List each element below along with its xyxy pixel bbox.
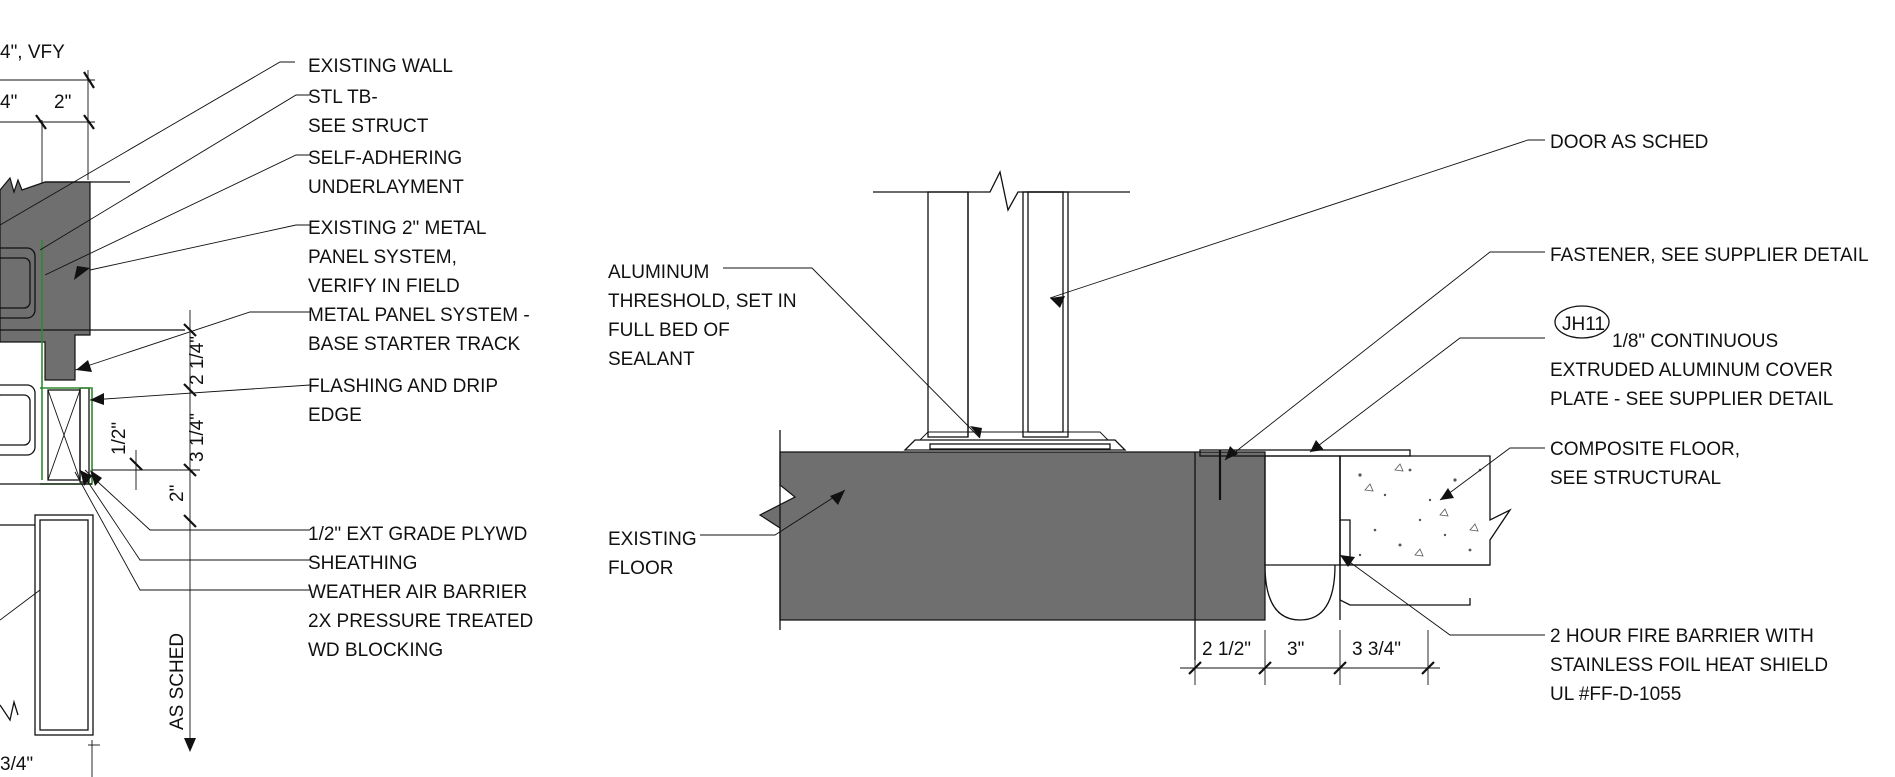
label-plywd-2: SHEATHING [308, 553, 417, 574]
concrete-stipple [1358, 463, 1482, 557]
label-threshold-4: SEALANT [608, 349, 695, 370]
label-existing-floor-2: FLOOR [608, 558, 673, 579]
tag-jh11: JH11 [1562, 314, 1605, 335]
vdim-3: 1/2" [109, 422, 130, 455]
label-cover-plate-3: PLATE - SEE SUPPLIER DETAIL [1550, 389, 1833, 410]
top-dim-text: 4", VFY [0, 42, 65, 63]
label-composite-floor-2: SEE STRUCTURAL [1550, 468, 1721, 489]
label-air-barrier: WEATHER AIR BARRIER [308, 582, 527, 603]
label-composite-floor-1: COMPOSITE FLOOR, [1550, 439, 1740, 460]
existing-wall-panel [0, 176, 91, 381]
wall-section-detail: 4", VFY 4" 2" 3/4" [0, 42, 533, 777]
dim-a: 4" [0, 92, 17, 113]
tag-bubble [1554, 305, 1610, 339]
label-existing-wall: EXISTING WALL [308, 56, 453, 77]
dim-2-1-2: 2 1/2" [1202, 639, 1251, 660]
composite-floor [1339, 455, 1512, 566]
label-metal-panel-2: PANEL SYSTEM, [308, 247, 457, 268]
bottom-dim: 3/4" [0, 754, 33, 775]
threshold-leaders [700, 139, 1545, 636]
threshold-labels: ALUMINUM THRESHOLD, SET IN FULL BED OF S… [608, 132, 1869, 705]
dim-3-3-4: 3 3/4" [1352, 639, 1401, 660]
dim-3: 3" [1287, 639, 1304, 660]
label-fire-barrier-1: 2 HOUR FIRE BARRIER WITH [1550, 626, 1814, 647]
label-flashing-2: EDGE [308, 405, 362, 426]
label-cover-plate-1: 1/8" CONTINUOUS [1612, 331, 1778, 352]
label-starter-track-1: METAL PANEL SYSTEM - [308, 305, 530, 326]
label-metal-panel-1: EXISTING 2" METAL [308, 218, 487, 239]
label-blocking-2: WD BLOCKING [308, 640, 443, 661]
label-metal-panel-3: VERIFY IN FIELD [308, 276, 460, 297]
label-cover-plate-2: EXTRUDED ALUMINUM COVER [1550, 360, 1833, 381]
label-stl-tb-1: STL TB- [308, 87, 378, 108]
label-underlayment-2: UNDERLAYMENT [308, 177, 464, 198]
label-threshold-3: FULL BED OF [608, 320, 730, 341]
label-stl-tb-2: SEE STRUCT [308, 116, 429, 137]
label-fastener: FASTENER, SEE SUPPLIER DETAIL [1550, 245, 1869, 266]
label-door: DOOR AS SCHED [1550, 132, 1708, 153]
as-sched-text: AS SCHED [167, 633, 188, 730]
label-threshold-2: THRESHOLD, SET IN [608, 291, 797, 312]
label-fire-barrier-2: STAINLESS FOIL HEAT SHIELD [1550, 655, 1828, 676]
label-fire-barrier-3: UL #FF-D-1055 [1550, 684, 1681, 705]
label-underlayment-1: SELF-ADHERING [308, 148, 462, 169]
label-threshold-1: ALUMINUM [608, 262, 709, 283]
label-starter-track-2: BASE STARTER TRACK [308, 334, 521, 355]
dim-b: 2" [54, 92, 71, 113]
vdim-4: 2" [167, 485, 188, 502]
label-plywd-1: 1/2" EXT GRADE PLYWD [308, 524, 527, 545]
label-blocking-1: 2X PRESSURE TREATED [308, 611, 533, 632]
wall-labels: EXISTING WALL STL TB- SEE STRUCT SELF-AD… [308, 56, 533, 661]
threshold-section-detail: 2 1/2" 3" 3 3/4" ALUMINUM THRESHOLD, SET… [608, 132, 1869, 705]
existing-floor-slab [758, 451, 1266, 621]
label-flashing-1: FLASHING AND DRIP [308, 376, 498, 397]
wall-leaders [0, 61, 311, 621]
label-existing-floor-1: EXISTING [608, 529, 697, 550]
vdim-2: 3 1/4" [187, 413, 208, 462]
vdim-1: 2 1/4" [187, 336, 208, 385]
